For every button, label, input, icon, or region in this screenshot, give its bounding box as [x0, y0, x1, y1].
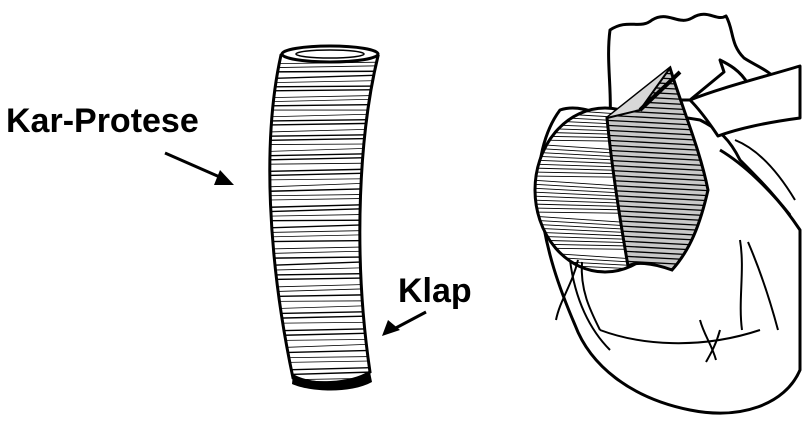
tube-prosthesis — [255, 46, 390, 391]
prosthesis-label: Kar-Protese — [6, 102, 199, 140]
hatch-line — [255, 301, 390, 302]
prosthesis-arrow — [165, 153, 234, 185]
hatch-line — [255, 71, 390, 72]
valve-label: Klap — [398, 272, 472, 310]
valve-arrow — [382, 312, 426, 336]
hatch-line — [255, 220, 390, 221]
